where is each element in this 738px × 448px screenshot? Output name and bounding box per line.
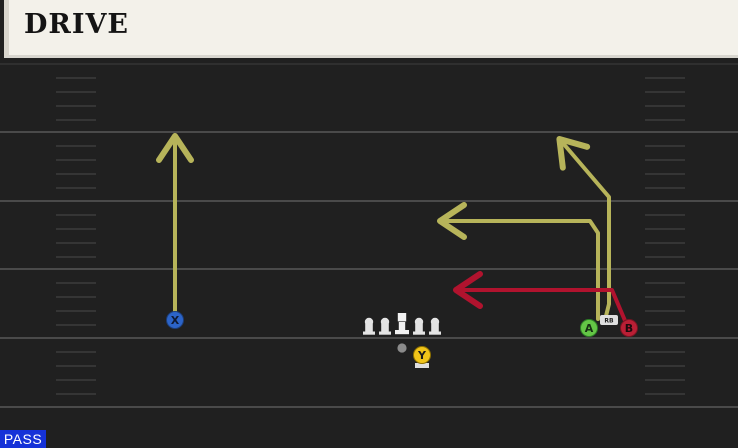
right-hash-marks xyxy=(645,77,685,395)
quarterback-marker xyxy=(397,343,407,353)
y-receiver: Y xyxy=(413,346,431,368)
a-route xyxy=(437,202,600,321)
center xyxy=(395,313,409,335)
a-receiver: A xyxy=(580,319,598,337)
left-tackle xyxy=(363,317,375,335)
b-route xyxy=(453,271,628,325)
rb-route xyxy=(556,135,611,322)
b-receiver: B xyxy=(620,319,638,337)
y-label: Y xyxy=(417,349,427,362)
yard-lines xyxy=(0,63,738,408)
right-guard xyxy=(413,317,425,335)
rb-label: RB xyxy=(604,318,614,325)
x-receiver: X xyxy=(166,311,184,329)
offensive-line xyxy=(363,313,441,335)
b-label: B xyxy=(625,322,633,335)
play-type-badge: PASS xyxy=(0,430,46,448)
left-guard xyxy=(379,317,391,335)
running-back: RB xyxy=(600,315,618,325)
football-field: Y X A B RB xyxy=(0,58,738,448)
right-tackle xyxy=(429,317,441,335)
play-header: DRIVE xyxy=(4,0,738,58)
field-diagram: Y X A B RB xyxy=(0,58,738,448)
x-label: X xyxy=(171,314,180,327)
left-hash-marks xyxy=(56,77,96,395)
field-background xyxy=(0,58,738,448)
a-label: A xyxy=(585,322,594,335)
play-title: DRIVE xyxy=(24,9,130,40)
